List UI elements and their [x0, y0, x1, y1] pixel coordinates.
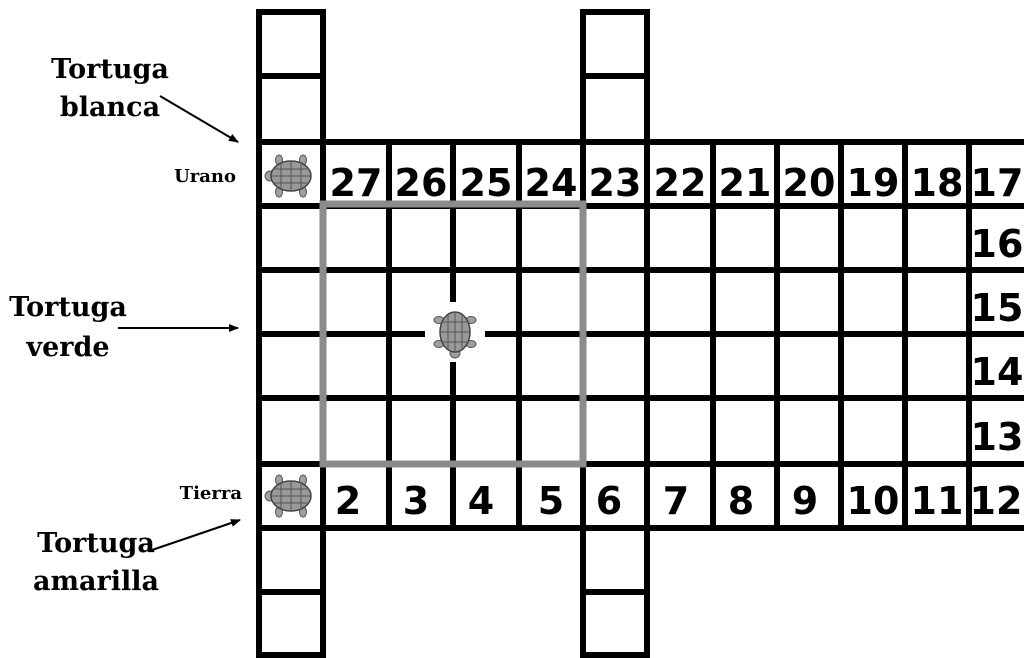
cell-number: 15 — [971, 286, 1024, 330]
cell-number: 9 — [792, 479, 818, 523]
cell-number: 14 — [971, 350, 1024, 394]
planet-label-urano: Urano — [174, 166, 236, 187]
label-tortuga-verde-line2: verde — [25, 332, 109, 363]
top-row-numbers: 27 26 25 24 23 22 21 20 19 18 17 — [330, 161, 1024, 205]
cell-number: 13 — [971, 415, 1024, 459]
label-tortuga-amarilla-line1: Tortuga — [37, 528, 155, 559]
cell-number: 18 — [911, 161, 964, 205]
arrow-tortuga-amarilla — [152, 520, 240, 550]
bottom-row-numbers: 2 3 4 5 6 7 8 9 10 11 12 — [335, 479, 1023, 523]
cell-number: 4 — [468, 479, 494, 523]
turtle-icon — [425, 302, 485, 362]
label-tortuga-amarilla-line2: amarilla — [33, 566, 159, 597]
cell-number: 6 — [596, 479, 622, 523]
cell-number: 21 — [719, 161, 772, 205]
cell-number: 2 — [335, 479, 361, 523]
label-tortuga-verde-line1: Tortuga — [9, 292, 127, 323]
board-grid — [259, 12, 1024, 655]
cell-number: 16 — [971, 222, 1024, 266]
right-column-numbers: 16 15 14 13 — [971, 222, 1024, 459]
cell-number: 20 — [783, 161, 836, 205]
cell-number: 22 — [654, 161, 707, 205]
cell-number: 25 — [460, 161, 513, 205]
label-tortuga-blanca-line2: blanca — [60, 92, 160, 123]
turtle-icon — [265, 155, 311, 197]
cell-number: 17 — [971, 161, 1024, 205]
cell-number: 19 — [847, 161, 900, 205]
cell-number: 3 — [403, 479, 429, 523]
cell-number: 24 — [525, 161, 578, 205]
cell-number: 7 — [663, 479, 689, 523]
cell-number: 11 — [911, 479, 964, 523]
cell-number: 10 — [847, 479, 900, 523]
arrow-tortuga-blanca — [160, 96, 238, 142]
planet-label-tierra: Tierra — [180, 483, 243, 504]
cell-number: 5 — [538, 479, 564, 523]
cell-number: 12 — [970, 479, 1023, 523]
cell-number: 23 — [589, 161, 642, 205]
cell-number: 26 — [395, 161, 448, 205]
turtle-icon — [265, 475, 311, 517]
label-tortuga-blanca-line1: Tortuga — [51, 54, 169, 85]
cell-number: 8 — [728, 479, 754, 523]
cell-number: 27 — [330, 161, 383, 205]
